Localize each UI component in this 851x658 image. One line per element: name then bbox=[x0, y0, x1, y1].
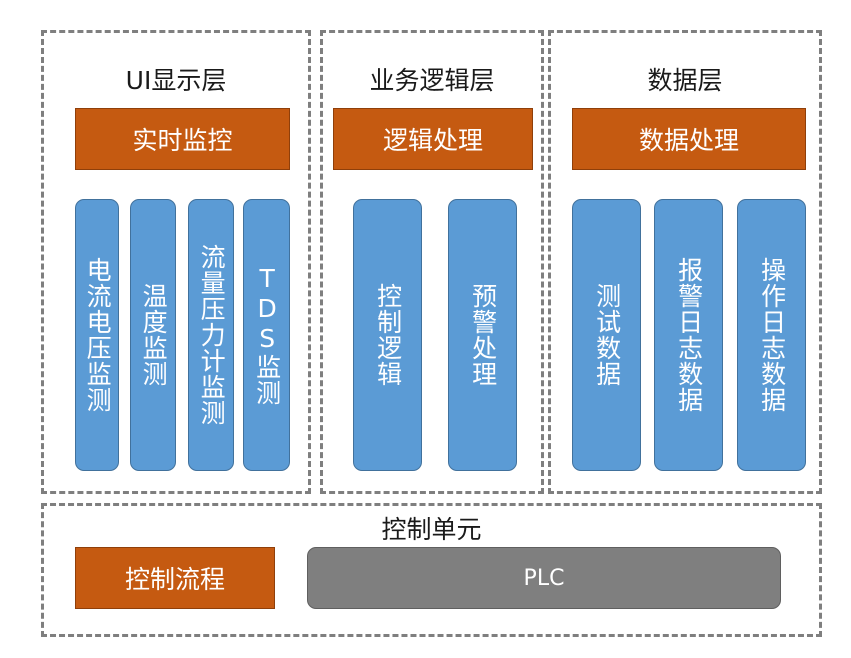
alarm-log-data-module: 报警日志数据 bbox=[654, 199, 723, 471]
control-unit-zone: 控制单元 bbox=[41, 503, 822, 637]
realtime-monitor-box: 实时监控 bbox=[75, 108, 290, 170]
ui-layer-title: UI显示层 bbox=[125, 66, 227, 95]
module-label: 测试数据 bbox=[592, 283, 622, 387]
control-process-box: 控制流程 bbox=[75, 547, 275, 609]
operation-log-data-module: 操作日志数据 bbox=[737, 199, 806, 471]
ui-layer-zone: UI显示层 bbox=[41, 30, 311, 494]
module-label: 电流电压监测 bbox=[83, 257, 113, 413]
control-unit-title: 控制单元 bbox=[381, 515, 482, 544]
control-logic-module: 控制逻辑 bbox=[353, 199, 422, 471]
logic-processing-box: 逻辑处理 bbox=[333, 108, 533, 170]
module-label: 操作日志数据 bbox=[757, 257, 787, 413]
temperature-monitor-module: 温度监测 bbox=[130, 199, 176, 471]
data-processing-box: 数据处理 bbox=[572, 108, 806, 170]
module-label: 流量压力计监测 bbox=[197, 244, 227, 426]
module-label: 预警处理 bbox=[468, 283, 498, 387]
flow-pressure-monitor-module: 流量压力计监测 bbox=[188, 199, 234, 471]
module-label: TDS监测 bbox=[252, 264, 282, 406]
plc-box: PLC bbox=[307, 547, 781, 609]
data-layer-zone: 数据层 bbox=[548, 30, 822, 494]
logic-layer-title: 业务逻辑层 bbox=[369, 66, 495, 95]
module-label: 控制逻辑 bbox=[373, 283, 403, 387]
current-voltage-monitor-module: 电流电压监测 bbox=[75, 199, 119, 471]
test-data-module: 测试数据 bbox=[572, 199, 641, 471]
logic-layer-zone: 业务逻辑层 bbox=[320, 30, 544, 494]
module-label: 报警日志数据 bbox=[674, 257, 704, 413]
alarm-processing-module: 预警处理 bbox=[448, 199, 517, 471]
tds-monitor-module: TDS监测 bbox=[243, 199, 290, 471]
data-layer-title: 数据层 bbox=[647, 66, 723, 95]
module-label: 温度监测 bbox=[139, 283, 169, 387]
